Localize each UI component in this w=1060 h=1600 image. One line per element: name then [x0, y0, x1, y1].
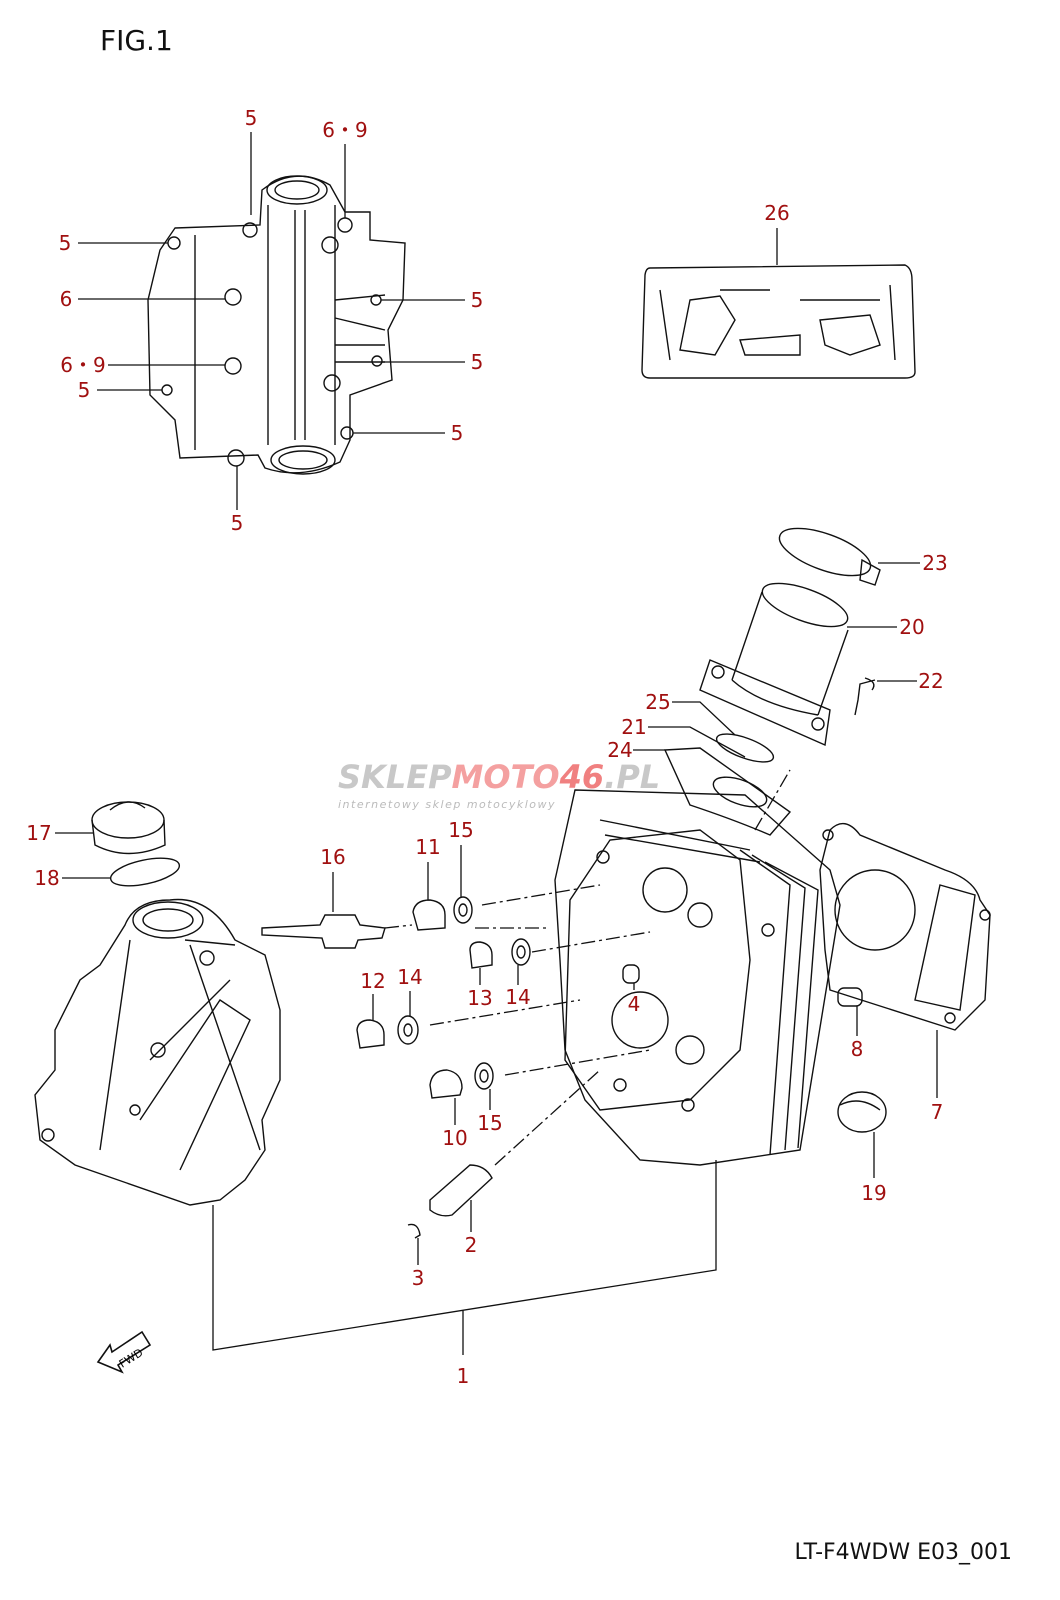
callout-5: 5 — [59, 231, 72, 255]
callout-19: 19 — [861, 1181, 886, 1205]
callout-23: 23 — [922, 551, 947, 575]
watermark-moto: MOTO — [452, 758, 560, 796]
callout-5: 5 — [245, 106, 258, 130]
callout-14: 14 — [505, 985, 530, 1009]
callout-11: 11 — [415, 835, 440, 859]
cylinder-head — [554, 789, 841, 1166]
cylinder-head-cover-top-view — [147, 175, 406, 475]
callout-18: 18 — [34, 866, 59, 890]
cylinder-gasket — [819, 822, 991, 1031]
intake-pipe-assembly — [663, 527, 881, 836]
callout-22: 22 — [918, 669, 943, 693]
callout-1: 1 — [457, 1364, 470, 1388]
callout-24: 24 — [607, 738, 632, 762]
callout-26: 26 — [764, 201, 789, 225]
leader-line — [672, 701, 736, 736]
leader-line — [648, 726, 746, 758]
callout-5: 5 — [451, 421, 464, 445]
center-lines — [384, 769, 791, 1166]
callout-5: 5 — [231, 511, 244, 535]
callout-5: 5 — [471, 350, 484, 374]
callout-5: 5 — [78, 378, 91, 402]
watermark: SKLEPMOTO46.PL internetowy sklep motocyk… — [338, 758, 660, 811]
gasket-set — [641, 264, 916, 379]
callout-6-9: 6・9 — [322, 118, 367, 142]
callout-5: 5 — [471, 288, 484, 312]
callout-14: 14 — [397, 965, 422, 989]
leader-lines — [55, 132, 938, 1355]
callout-12: 12 — [360, 969, 385, 993]
callout-17: 17 — [26, 821, 51, 845]
callout-7: 7 — [931, 1100, 944, 1124]
callout-4: 4 — [628, 992, 641, 1016]
watermark-wordmark: SKLEPMOTO46.PL — [338, 758, 660, 796]
callout-15: 15 — [448, 818, 473, 842]
callout-3: 3 — [412, 1266, 425, 1290]
callout-16: 16 — [320, 845, 345, 869]
watermark-tagline: internetowy sklep motocyklowy — [338, 798, 556, 811]
callout-15: 15 — [477, 1111, 502, 1135]
callout-6: 6 — [60, 287, 73, 311]
fwd-arrow-icon: FWD — [96, 1330, 152, 1374]
watermark-pl: .PL — [604, 758, 660, 796]
watermark-sklep: SKLEP — [338, 758, 452, 796]
callout-13: 13 — [467, 986, 492, 1010]
cylinder-head-cover — [34, 898, 281, 1206]
callout-20: 20 — [899, 615, 924, 639]
callout-21: 21 — [621, 715, 646, 739]
diagram-code: LT-F4WDW E03_001 — [794, 1540, 1012, 1565]
callout-10: 10 — [442, 1126, 467, 1150]
callout-25: 25 — [645, 690, 670, 714]
small-parts — [91, 801, 887, 1239]
callout-2: 2 — [465, 1233, 478, 1257]
callout-6-9: 6・9 — [60, 353, 105, 377]
callout-8: 8 — [851, 1037, 864, 1061]
leader-line — [212, 1160, 717, 1355]
figure-title: FIG.1 — [100, 24, 173, 57]
